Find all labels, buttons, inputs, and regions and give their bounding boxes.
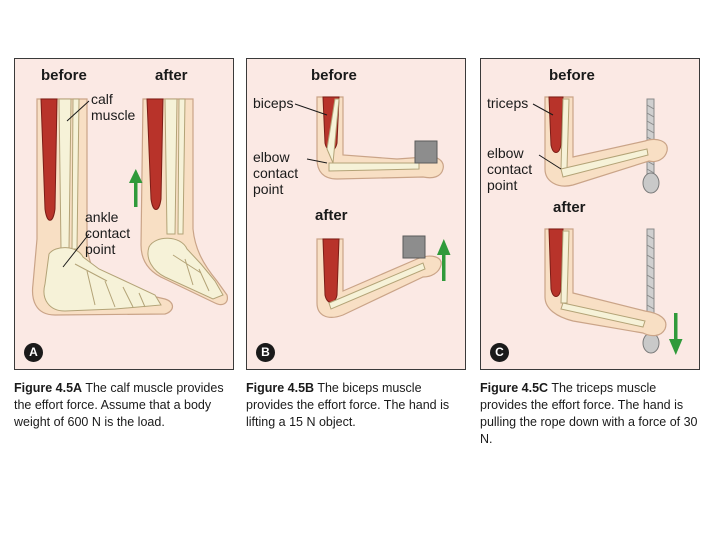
down-arrow-icon (669, 313, 683, 355)
up-arrow-icon (129, 169, 143, 207)
calf-muscle-before (40, 98, 58, 221)
after-heading: after (315, 207, 348, 224)
caption-c-figure-number: Figure 4.5C (480, 381, 549, 395)
leg-after-drawing (140, 98, 228, 306)
elbow-contact-point-label: elbow contact point (253, 149, 299, 197)
panel-c-triceps: before after triceps elbow contact point… (480, 58, 700, 370)
leg-illustration (31, 98, 228, 316)
panel-b-biceps: before after biceps elbow contact point … (246, 58, 466, 370)
panel-badge-b: B (256, 343, 275, 362)
arm-biceps-illustration (294, 96, 451, 318)
weight-object-after (402, 235, 426, 259)
before-heading: before (311, 67, 357, 84)
triceps-label: triceps (487, 95, 529, 111)
caption-a-text: The calf muscle provides the effort forc… (14, 381, 224, 429)
biceps-muscle-after (322, 238, 340, 303)
arm-before-drawing (316, 96, 444, 180)
after-heading: after (155, 67, 188, 84)
rope-after-drawing (642, 228, 660, 354)
arm-after-drawing (316, 235, 442, 318)
panel-badge-a: A (24, 343, 43, 362)
weight-object-before (414, 140, 438, 164)
panel-badge-c: C (490, 343, 509, 362)
elbow-contact-point-label: elbow contact point (487, 145, 533, 193)
biceps-label: biceps (253, 95, 294, 111)
arm-before-drawing (544, 96, 668, 187)
caption-a-figure-number: Figure 4.5A (14, 381, 83, 395)
triceps-muscle-before (548, 96, 564, 153)
arm-triceps-illustration (532, 96, 683, 355)
before-heading: before (41, 67, 87, 84)
caption-b-figure-number: Figure 4.5B (246, 381, 315, 395)
triceps-muscle-after (548, 228, 564, 297)
caption-c: Figure 4.5C The triceps muscle provides … (480, 380, 706, 448)
ankle-contact-point-label: ankle contact point (85, 209, 131, 257)
caption-c-text: The triceps muscle provides the effort f… (480, 381, 698, 446)
arm-after-drawing (544, 228, 667, 337)
up-arrow-icon (437, 239, 451, 281)
caption-b: Figure 4.5B The biceps muscle provides t… (246, 380, 472, 431)
after-heading: after (553, 199, 586, 216)
caption-b-text: The biceps muscle provides the effort fo… (246, 381, 450, 429)
foot-bones-after (147, 237, 224, 300)
foot-bones-before (43, 247, 162, 312)
calf-muscle-label: calf muscle (91, 91, 136, 123)
panel-a-calf: before after calf muscle ankle contact p… (14, 58, 234, 370)
caption-a: Figure 4.5A The calf muscle provides the… (14, 380, 240, 431)
before-heading: before (549, 67, 595, 84)
calf-muscle-after (146, 98, 164, 210)
